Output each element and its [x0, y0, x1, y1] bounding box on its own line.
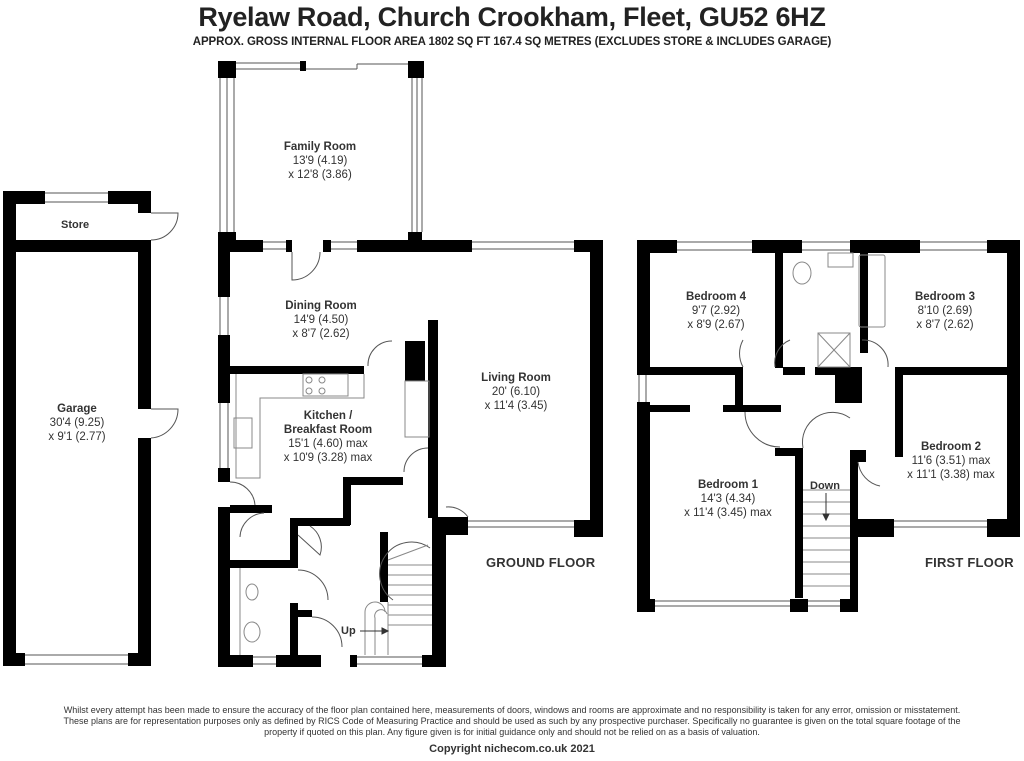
worktop-unit: [404, 380, 430, 438]
room-name: Bedroom 4: [685, 291, 747, 303]
family-room-label: Family Room 13'9 (4.19) x 12'8 (3.86): [284, 140, 356, 182]
ground-floor-staircase: [364, 544, 432, 655]
wc-first-floor-icon: [792, 261, 812, 285]
room-dimension: 14'9 (4.50): [293, 314, 349, 326]
room-dimension: x 12'8 (3.86): [288, 169, 352, 181]
room-dimension: 20' (6.10): [491, 386, 541, 398]
walls: [3, 61, 1020, 667]
shower-icon: [817, 332, 851, 368]
disclaimer-text: Whilst every attempt has been made to en…: [63, 705, 961, 737]
basin-first-floor-icon: [827, 252, 854, 268]
living-room-label: Living Room 20' (6.10) x 11'4 (3.45): [481, 371, 551, 413]
room-name: Bedroom 1: [697, 479, 759, 491]
room-dimension: 15'1 (4.60) max: [288, 438, 368, 450]
bedroom4-label: Bedroom 4 9'7 (2.92) x 8'9 (2.67): [686, 290, 746, 332]
first-floor-staircase: [803, 489, 850, 587]
fixtures: [233, 252, 886, 655]
stairs-down-label: Down: [810, 480, 840, 492]
doors: [150, 212, 889, 648]
room-name: Family Room: [283, 141, 357, 153]
room-name: Dining Room: [285, 300, 357, 312]
page-title: Ryelaw Road, Church Crookham, Fleet, GU5…: [198, 2, 826, 32]
first-floor-walls: [637, 240, 1020, 612]
stairs-up-label: Up: [341, 625, 356, 637]
bath-icon: [858, 254, 886, 328]
floor-area-subtitle: APPROX. GROSS INTERNAL FLOOR AREA 1802 S…: [192, 36, 832, 48]
room-dimension: x 11'4 (3.45): [484, 400, 548, 412]
bedroom2-label: Bedroom 2 11'6 (3.51) max x 11'1 (3.38) …: [907, 440, 995, 482]
room-dimension: x 11'4 (3.45) max: [684, 507, 772, 519]
kitchen-label: Kitchen / Breakfast Room 15'1 (4.60) max…: [284, 409, 373, 465]
room-dimension: x 8'7 (2.62): [292, 328, 350, 340]
room-name: Breakfast Room: [283, 424, 373, 436]
bedroom3-label: Bedroom 3 8'10 (2.69) x 8'7 (2.62): [915, 290, 975, 332]
basin-icon: [245, 583, 259, 601]
garage-label: Garage 30'4 (9.25) x 9'1 (2.77): [48, 402, 105, 444]
room-name: Garage: [57, 403, 97, 415]
windows: [25, 62, 987, 665]
room-dimension: 30'4 (9.25): [49, 417, 105, 429]
room-dimension: x 11'1 (3.38) max: [907, 469, 995, 481]
garage-walls: [3, 191, 151, 666]
bedroom1-label: Bedroom 1 14'3 (4.34) x 11'4 (3.45) max: [684, 478, 772, 520]
room-name: Bedroom 3: [914, 291, 976, 303]
sink-icon: [233, 417, 253, 449]
room-dimension: x 8'9 (2.67): [687, 319, 745, 331]
hob-icon: [302, 373, 349, 397]
room-dimension: 8'10 (2.69): [917, 305, 973, 317]
ground-floor-walls: [218, 61, 603, 667]
ground-floor-label: GROUND FLOOR: [486, 555, 596, 570]
room-name: Kitchen /: [303, 410, 353, 422]
room-dimension: x 8'7 (2.62): [916, 319, 974, 331]
copyright-text: Copyright nichecom.co.uk 2021: [429, 743, 595, 755]
store-label: Store: [61, 219, 90, 231]
room-dimension: x 9'1 (2.77): [48, 431, 106, 443]
stair-arrows: [360, 493, 830, 635]
room-dimension: 14'3 (4.34): [700, 493, 756, 505]
room-dimension: 13'9 (4.19): [292, 155, 348, 167]
room-dimension: 9'7 (2.92): [691, 305, 741, 317]
room-name: Bedroom 2: [920, 441, 982, 453]
first-floor-label: FIRST FLOOR: [925, 555, 1014, 570]
room-dimension: x 10'9 (3.28) max: [283, 452, 373, 464]
room-name: Living Room: [481, 372, 551, 384]
wc-icon: [243, 621, 261, 643]
worktop: [235, 374, 365, 479]
dining-room-label: Dining Room 14'9 (4.50) x 8'7 (2.62): [285, 299, 357, 341]
room-dimension: 11'6 (3.51) max: [911, 455, 991, 467]
